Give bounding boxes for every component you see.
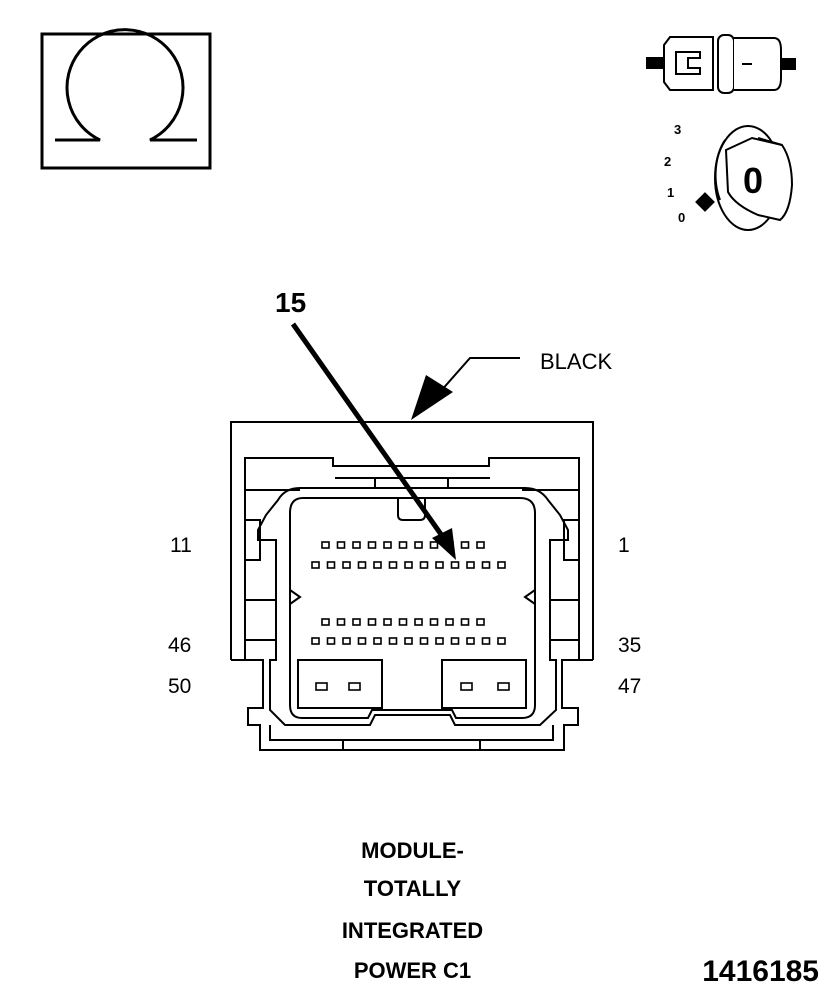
connector-color-label: BLACK (540, 349, 613, 374)
pin-cavity (326, 637, 336, 645)
pin-cavity (481, 561, 491, 569)
pin-cavity (476, 618, 485, 626)
pin-cavity (367, 541, 377, 549)
pin-label-mid-right: 35 (618, 634, 642, 657)
pin-cavity (497, 561, 506, 569)
pin-cavity (429, 541, 439, 549)
ignition-position-1: 1 (667, 185, 675, 200)
pin-cavity (383, 541, 392, 549)
ignition-position-0: 0 (678, 210, 686, 225)
pin-cavity (326, 561, 336, 569)
pin-cavity (311, 637, 320, 645)
pin-cavity (373, 561, 382, 569)
pin-cavity (315, 682, 328, 691)
pin-label-mid-left: 46 (168, 634, 192, 657)
ignition-position-2: 2 (664, 154, 672, 169)
pin-cavity (336, 618, 346, 626)
pin-cavity (460, 682, 473, 691)
caption-line-3: INTEGRATED (341, 918, 484, 943)
pin-cavity (388, 637, 398, 645)
pin-label-top-left: 11 (170, 534, 192, 557)
pin-cavity (435, 561, 444, 569)
key-position-label: 0 (743, 160, 764, 201)
pin-cavity (435, 637, 444, 645)
pin-cavity (352, 618, 361, 626)
pin-cavity (373, 637, 382, 645)
pin-cavity (342, 561, 351, 569)
pin-label-bottom-right: 47 (618, 675, 642, 698)
pin-cavity (466, 637, 475, 645)
pin-cavity (398, 618, 408, 626)
pin-cavity (414, 618, 423, 626)
caption-line-1: MODULE- (361, 838, 464, 863)
callout-pin-number: 15 (275, 287, 307, 318)
ignition-position-3: 3 (674, 122, 682, 137)
pin-cavity (429, 618, 439, 626)
pin-label-top-right: 1 (618, 534, 630, 557)
figure-number: 1416185 (702, 955, 819, 988)
pin-cavity (419, 637, 429, 645)
pin-cavity (311, 561, 320, 569)
pin-cavity (481, 637, 491, 645)
pin-cavity (383, 618, 392, 626)
pin-cavity (460, 618, 470, 626)
pin-cavity (321, 618, 330, 626)
pin-cavity (450, 561, 460, 569)
pin-cavity (460, 541, 470, 549)
pin-cavity (445, 618, 454, 626)
pin-cavity (404, 637, 413, 645)
pin-cavity (398, 541, 408, 549)
pin-cavity (388, 561, 398, 569)
caption-line-4: POWER C1 (353, 958, 472, 983)
pin-cavity (466, 561, 475, 569)
pin-cavity (450, 637, 460, 645)
pin-cavity (419, 561, 429, 569)
pin-cavity (367, 618, 377, 626)
pin-cavity (476, 541, 485, 549)
caption-line-2: TOTALLY (363, 876, 462, 901)
pin-cavity (352, 541, 361, 549)
pin-cavity (321, 541, 330, 549)
pin-cavity (497, 637, 506, 645)
pin-cavity (357, 637, 367, 645)
pin-cavity (414, 541, 423, 549)
pin-cavity (342, 637, 351, 645)
pin-cavity (357, 561, 367, 569)
pin-label-bottom-left: 50 (168, 675, 192, 698)
pin-cavity (348, 682, 361, 691)
pin-cavity (336, 541, 346, 549)
pin-cavity (404, 561, 413, 569)
pin-cavity (497, 682, 510, 691)
